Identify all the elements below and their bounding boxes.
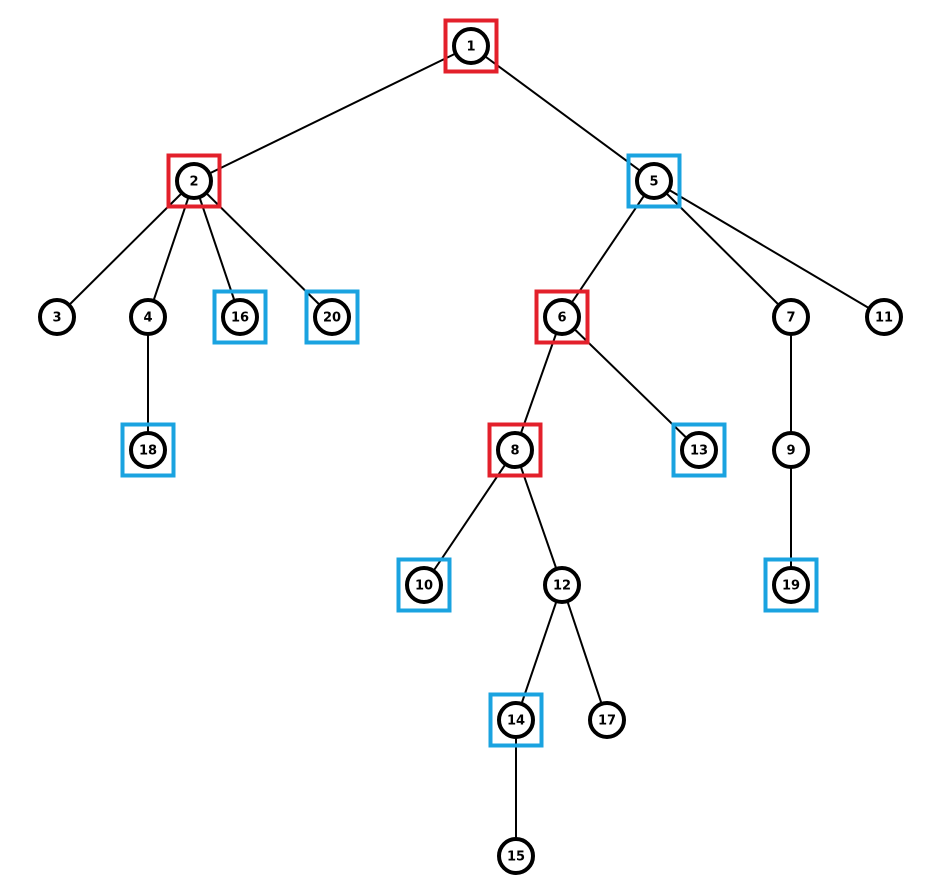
edges [56, 45, 885, 856]
node-14: 14 [497, 701, 535, 739]
node-label: 10 [415, 579, 433, 594]
edge-12-14 [515, 584, 563, 721]
node-circle [772, 566, 810, 604]
node-circle [221, 298, 259, 336]
node-label: 4 [143, 311, 152, 326]
node-circle [497, 837, 535, 875]
node-19: 19 [772, 566, 810, 604]
node-circle [680, 431, 718, 469]
edge-5-7 [653, 180, 792, 318]
node-circle [772, 298, 810, 336]
node-circle [175, 162, 213, 200]
node-12: 12 [543, 566, 581, 604]
highlight-box-blue [120, 422, 176, 478]
node-label: 17 [598, 714, 616, 729]
node-circle [772, 431, 810, 469]
highlight-box-blue [763, 557, 819, 613]
node-label: 12 [553, 579, 571, 594]
edge-6-8 [514, 316, 563, 451]
highlight-box-blue [212, 289, 268, 345]
node-label: 11 [875, 311, 893, 326]
highlight-box-red [443, 18, 499, 74]
highlight-box-blue [626, 153, 682, 209]
node-label: 1 [466, 40, 475, 55]
node-18: 18 [129, 431, 167, 469]
node-circle [635, 162, 673, 200]
highlight-box-blue [396, 557, 452, 613]
node-17: 17 [588, 701, 626, 739]
edge-2-16 [193, 180, 241, 318]
node-circle [129, 431, 167, 469]
edge-2-3 [56, 180, 195, 318]
node-circle [452, 27, 490, 65]
node-circle [38, 298, 76, 336]
edge-2-4 [147, 180, 195, 318]
node-2: 2 [175, 162, 213, 200]
node-label: 14 [507, 714, 525, 729]
node-5: 5 [635, 162, 673, 200]
node-9: 9 [772, 431, 810, 469]
node-label: 3 [52, 311, 61, 326]
edge-6-13 [561, 316, 700, 451]
node-4: 4 [129, 298, 167, 336]
highlight-boxes [120, 18, 819, 748]
node-6: 6 [543, 298, 581, 336]
node-1: 1 [452, 27, 490, 65]
edge-12-17 [561, 584, 608, 721]
node-label: 19 [782, 579, 800, 594]
node-8: 8 [496, 431, 534, 469]
node-label: 20 [323, 311, 341, 326]
edge-5-11 [653, 180, 885, 318]
highlight-box-blue [488, 692, 544, 748]
node-7: 7 [772, 298, 810, 336]
node-label: 8 [510, 444, 519, 459]
node-label: 13 [690, 444, 708, 459]
node-label: 18 [139, 444, 157, 459]
node-13: 13 [680, 431, 718, 469]
node-circle [543, 566, 581, 604]
node-15: 15 [497, 837, 535, 875]
node-3: 3 [38, 298, 76, 336]
node-11: 11 [865, 298, 903, 336]
node-label: 16 [231, 311, 249, 326]
highlight-box-red [487, 422, 543, 478]
edge-8-12 [514, 449, 563, 586]
node-label: 5 [649, 175, 658, 190]
node-10: 10 [405, 566, 443, 604]
node-circle [405, 566, 443, 604]
highlight-box-red [166, 153, 222, 209]
highlight-box-red [534, 289, 590, 345]
node-circle [496, 431, 534, 469]
node-circle [129, 298, 167, 336]
node-20: 20 [313, 298, 351, 336]
node-circle [313, 298, 351, 336]
edge-2-20 [193, 180, 333, 318]
node-16: 16 [221, 298, 259, 336]
node-label: 7 [786, 311, 795, 326]
edge-1-5 [470, 45, 655, 182]
highlight-box-blue [304, 289, 360, 345]
node-circle [497, 701, 535, 739]
node-circle [865, 298, 903, 336]
edge-5-6 [561, 180, 655, 318]
node-label: 9 [786, 444, 795, 459]
node-circle [543, 298, 581, 336]
highlight-box-blue [671, 422, 727, 478]
node-label: 15 [507, 850, 525, 865]
node-label: 6 [557, 311, 566, 326]
node-circle [588, 701, 626, 739]
edge-8-10 [423, 449, 516, 586]
edge-1-2 [193, 45, 472, 182]
node-label: 2 [189, 175, 198, 190]
